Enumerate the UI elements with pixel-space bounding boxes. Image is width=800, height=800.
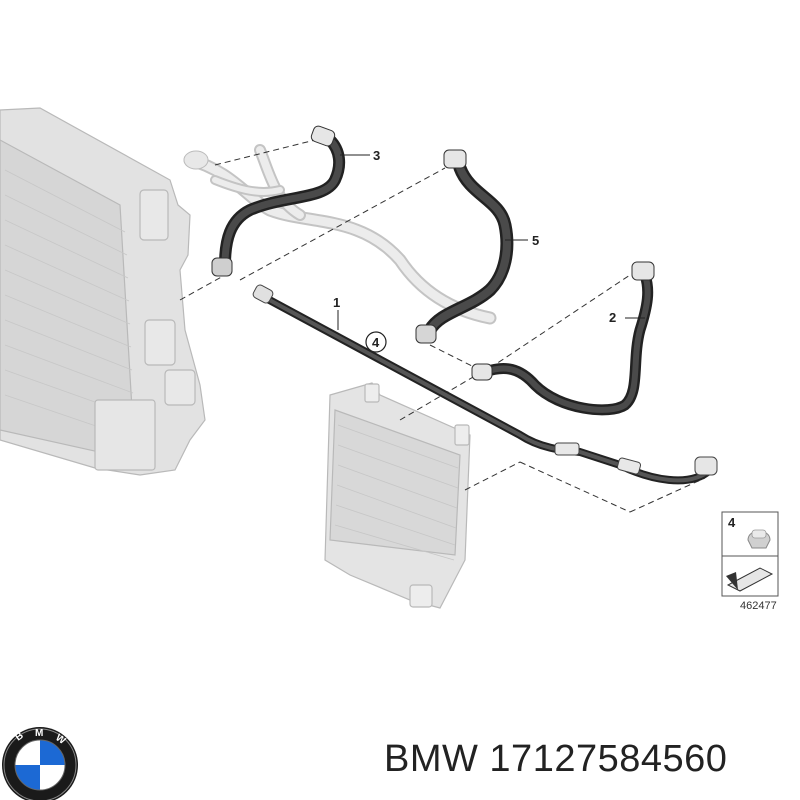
clip-icon [747,529,771,549]
bmw-roundel-icon: B M W [2,727,78,800]
hose-5 [423,161,514,337]
hose-2-fittings [471,261,655,381]
radiator-ghost [0,107,206,476]
callout-3: 3 [373,148,380,163]
legend-box: 4 462477 [721,511,779,612]
hose-2 [479,269,654,416]
callout-1: 1 [333,295,340,310]
part-number-label: BMW 17127584560 [384,738,728,780]
callout-4: 4 [372,335,380,350]
hose-5-fittings [415,149,467,344]
arrow-icon [726,567,774,592]
svg-text:M: M [35,728,43,739]
callout-5: 5 [532,233,539,248]
callout-4-circle [365,331,387,353]
dashed-leaders [179,139,706,513]
hose-3 [219,134,346,271]
callout-2: 2 [609,310,616,325]
line-1-fittings [252,284,718,476]
ghost-fitting [183,150,209,170]
callout-leaders [337,154,645,330]
reference-number: 462477 [740,600,777,612]
legend-item-number: 4 [728,515,736,530]
oil-cooler-ghost [324,382,471,609]
hose-3-fittings [211,125,336,277]
